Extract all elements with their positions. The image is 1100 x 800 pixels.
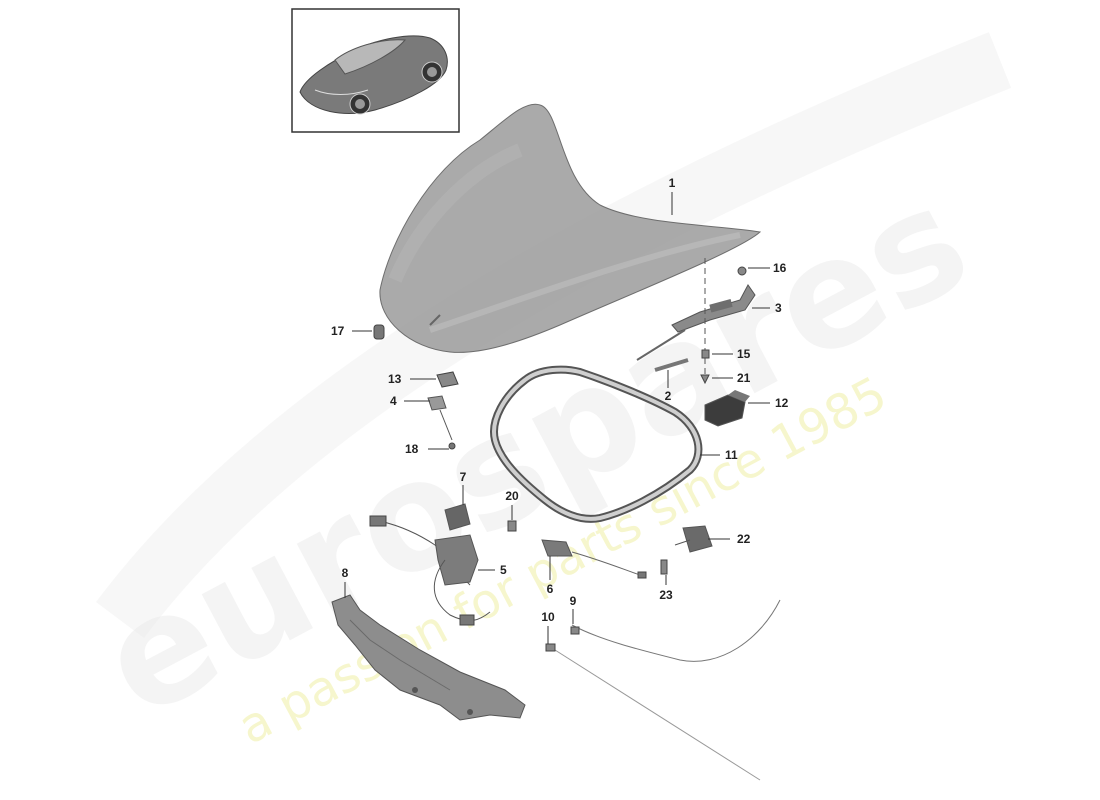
callout-22[interactable]: 22 [737,532,751,546]
part-17-grommet[interactable] [373,324,385,340]
part-5-lock[interactable] [369,515,491,626]
callout-23[interactable]: 23 [659,588,673,602]
vehicle-thumbnail[interactable] [291,8,460,133]
part-7-switch[interactable] [444,503,471,531]
callout-15[interactable]: 15 [737,347,751,361]
part-20-bolt[interactable] [507,520,517,532]
part-22-lock[interactable] [674,525,713,553]
callout-9[interactable]: 9 [570,594,577,608]
callout-1[interactable]: 1 [669,176,676,190]
callout-18[interactable]: 18 [405,442,419,456]
callout-12[interactable]: 12 [775,396,789,410]
part-actuator[interactable] [704,390,750,427]
part-4-bracket[interactable] [427,395,456,450]
callout-20[interactable]: 20 [505,489,519,503]
part-23-screw[interactable] [660,559,668,575]
car-icon [299,35,448,115]
callout-5[interactable]: 5 [500,563,507,577]
callout-17[interactable]: 17 [331,324,345,338]
callout-3[interactable]: 3 [775,301,782,315]
part-9-10-cable[interactable] [545,599,781,781]
callout-7[interactable]: 7 [460,470,467,484]
callout-2[interactable]: 2 [665,389,672,403]
callout-11[interactable]: 11 [725,448,738,462]
leader-lines [344,192,770,644]
callout-4[interactable]: 4 [390,394,397,408]
part-8-crossmember[interactable] [331,594,526,721]
callouts: 1 2 3 4 5 6 7 8 9 10 11 12 13 15 16 17 1… [331,176,789,624]
callout-21[interactable]: 21 [737,371,751,385]
part-hinge[interactable] [671,284,756,333]
callout-8[interactable]: 8 [342,566,349,580]
part-seal[interactable] [490,365,703,523]
part-gas-strut[interactable] [636,329,689,372]
part-fasteners[interactable] [700,258,747,385]
part-bonnet[interactable] [379,103,762,353]
part-13-clip[interactable] [436,371,459,388]
callout-6[interactable]: 6 [547,582,554,596]
callout-10[interactable]: 10 [541,610,555,624]
callout-16[interactable]: 16 [773,261,787,275]
part-6-release[interactable] [541,539,647,579]
callout-13[interactable]: 13 [388,372,402,386]
